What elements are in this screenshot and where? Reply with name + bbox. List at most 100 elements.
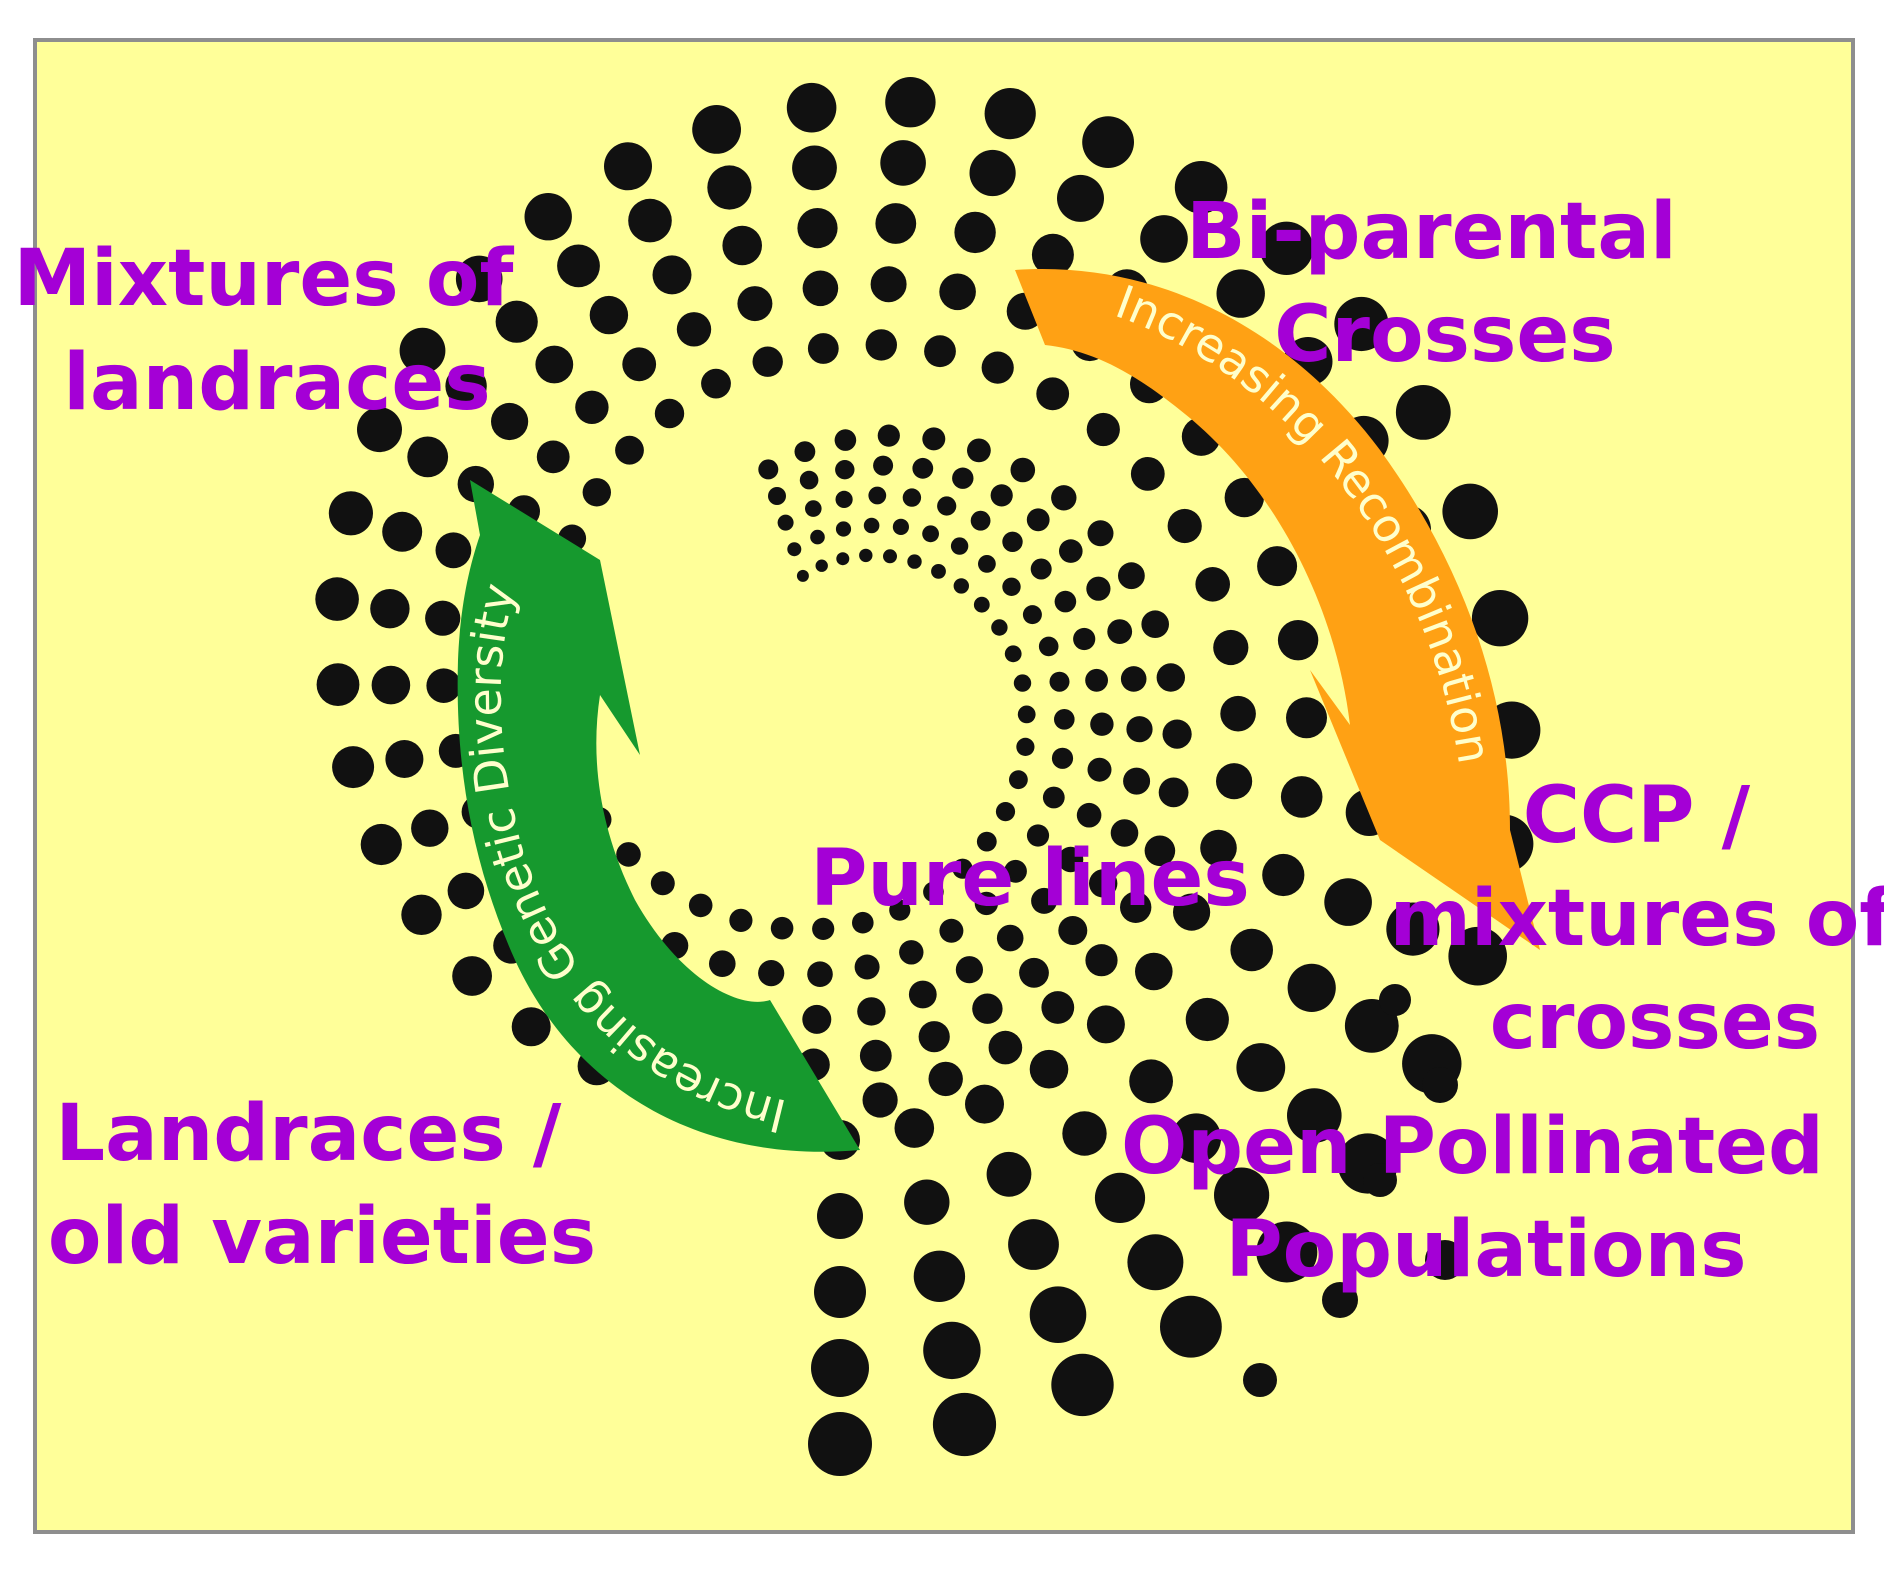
- spiral-dot: [1016, 737, 1035, 757]
- spiral-dot: [1156, 663, 1186, 692]
- spiral-dot: [535, 345, 574, 384]
- spiral-dot: [981, 351, 1014, 384]
- spiral-dot: [808, 1412, 872, 1476]
- spiral-dot: [426, 668, 462, 703]
- spiral-dot: [604, 142, 652, 191]
- spiral-dot: [676, 312, 712, 347]
- spiral-dot: [978, 555, 996, 573]
- spiral-dot: [370, 589, 410, 629]
- spiral-dot: [1026, 824, 1050, 847]
- spiral-dot: [870, 266, 907, 303]
- spiral-dot: [922, 525, 939, 543]
- spiral-dot: [1118, 562, 1145, 590]
- spiral-dot: [360, 823, 402, 866]
- spiral-dot: [1030, 558, 1052, 580]
- spiral-dot: [1123, 767, 1151, 795]
- spiral-dot: [1110, 819, 1139, 847]
- spiral-dot: [1185, 997, 1229, 1042]
- spiral-dot: [922, 427, 946, 451]
- spiral-dot: [880, 140, 926, 186]
- curved-arrow-up-icon: [457, 480, 860, 1152]
- spiral-dot: [1087, 757, 1112, 782]
- spiral-dot: [445, 365, 487, 407]
- spiral-dot: [802, 270, 839, 307]
- spiral-dot: [582, 478, 611, 507]
- landraces-old-varieties-label: Landraces / old varieties: [48, 1089, 596, 1282]
- spiral-dot: [382, 511, 423, 552]
- spiral-dot: [1013, 674, 1032, 692]
- spiral-dot: [491, 402, 529, 441]
- spiral-dot: [967, 438, 991, 463]
- spiral-dot: [1057, 846, 1084, 873]
- spiral-dot: [1085, 944, 1118, 977]
- spiral-dot: [1200, 829, 1237, 867]
- spiral-dot: [852, 911, 874, 934]
- spiral-dot: [835, 490, 853, 508]
- spiral-dot: [811, 1339, 869, 1397]
- spiral-dot: [1230, 928, 1273, 972]
- spiral-dot: [912, 457, 934, 479]
- spiral-dot: [1257, 546, 1298, 587]
- spiral-dot: [1158, 777, 1189, 808]
- spiral-dot: [1004, 645, 1022, 663]
- spiral-dot: [385, 740, 424, 778]
- spiral-dot: [1213, 629, 1249, 666]
- spiral-dot: [1049, 671, 1070, 692]
- spiral-dot: [654, 398, 685, 429]
- spiral-dot: [407, 436, 449, 478]
- spiral-dot: [371, 665, 411, 705]
- spiral-dot: [616, 842, 641, 867]
- spiral-dot: [907, 554, 922, 569]
- spiral-dot: [1002, 531, 1023, 552]
- spiral-dot: [1008, 1219, 1059, 1270]
- spiral-dot: [401, 894, 442, 935]
- spiral-dot: [990, 484, 1013, 507]
- spiral-dot: [1141, 610, 1169, 638]
- spiral-dot: [835, 460, 855, 480]
- spiral-dot: [1076, 802, 1102, 828]
- spiral-dot: [1174, 161, 1228, 214]
- spiral-dot: [1140, 215, 1188, 263]
- spiral-dot: [758, 459, 779, 480]
- spiral-dot: [1442, 483, 1498, 540]
- spiral-dot: [650, 871, 675, 896]
- spiral-dot: [1029, 1049, 1069, 1089]
- spiral-dot: [1171, 1113, 1222, 1163]
- spiral-dot: [399, 327, 446, 374]
- spiral-dot: [937, 496, 957, 516]
- ccp-mixtures-of-crosses-label: CCP / mixtures of crosses: [1390, 771, 1884, 1067]
- spiral-dot: [1059, 539, 1083, 563]
- spiral-dot: [1002, 577, 1021, 596]
- spiral-dot: [524, 193, 572, 241]
- spiral-dot: [688, 893, 713, 918]
- spiral-dot: [1363, 1163, 1397, 1197]
- spiral-dot: [1395, 385, 1451, 440]
- spiral-dot: [857, 997, 886, 1026]
- spiral-dot: [1086, 412, 1120, 447]
- spiral-dot: [974, 891, 999, 916]
- spiral-dot: [1135, 952, 1173, 991]
- spiral-dot: [1236, 1043, 1286, 1092]
- spiral-dot: [986, 1151, 1032, 1197]
- spiral-dot: [1280, 776, 1323, 818]
- spiral-dot: [495, 300, 538, 343]
- spiral-dot: [1127, 1234, 1184, 1291]
- spiral-dot: [955, 956, 984, 984]
- spiral-dot: [805, 500, 822, 517]
- spiral-dot: [1004, 859, 1027, 883]
- spiral-dot: [965, 1084, 1004, 1124]
- spiral-dot: [722, 225, 762, 266]
- spiral-dot: [1051, 485, 1077, 511]
- spiral-dot: [770, 916, 794, 940]
- curved-arrow-down-icon: [1015, 269, 1540, 950]
- spiral-dot: [854, 954, 880, 980]
- spiral-dot: [1041, 991, 1075, 1024]
- spiral-dot: [452, 956, 492, 996]
- spiral-dot: [865, 329, 897, 361]
- spiral-dot: [628, 198, 672, 243]
- spiral-dot: [1010, 457, 1036, 483]
- spiral-dot: [792, 145, 837, 191]
- spiral-dot: [952, 467, 974, 489]
- spiral-dot: [817, 1193, 863, 1239]
